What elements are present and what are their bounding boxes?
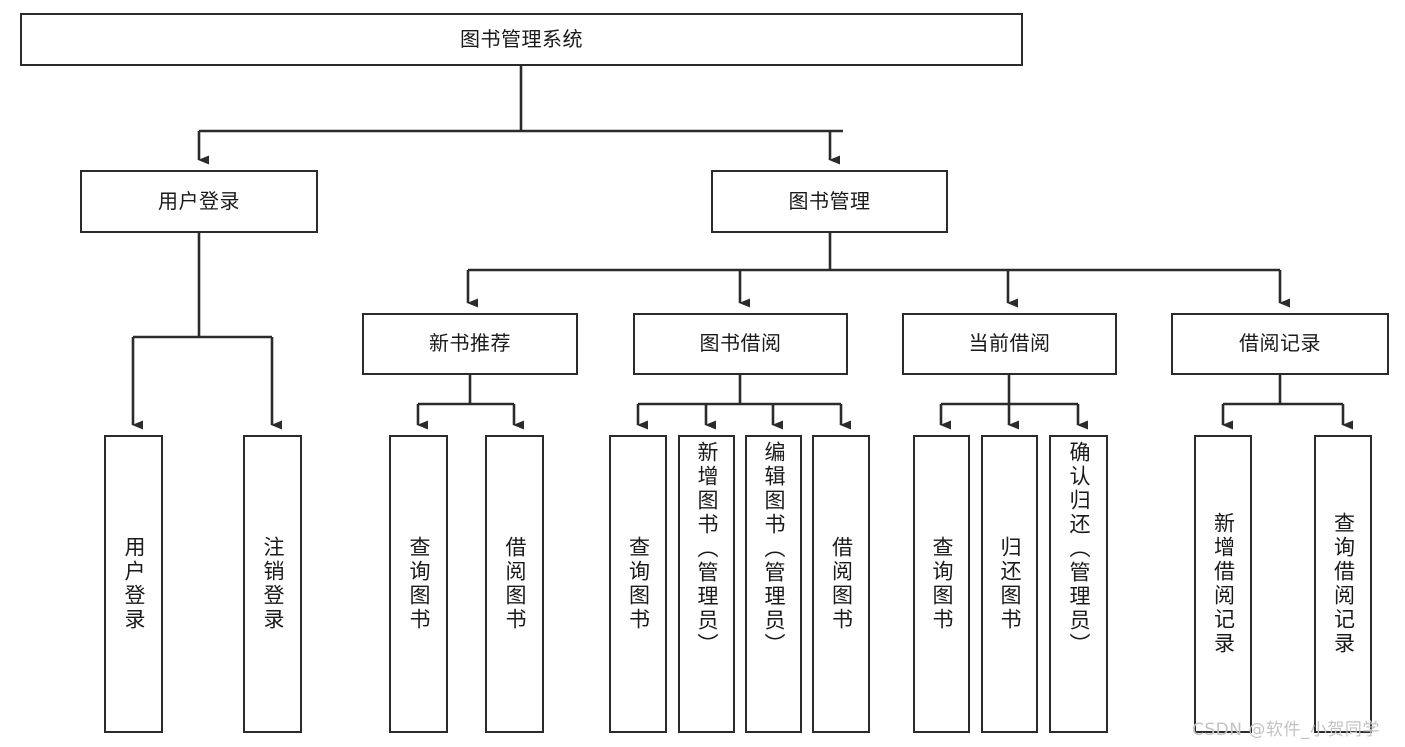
node-leaf-query-book-3-label: 查询图书 — [930, 536, 954, 632]
node-borrow-record[interactable]: 借阅记录 — [1171, 313, 1389, 375]
node-leaf-add-borrow-record-label: 新增借阅记录 — [1211, 512, 1236, 656]
node-root-label: 图书管理系统 — [460, 26, 583, 51]
node-book-manage[interactable]: 图书管理 — [711, 170, 948, 233]
node-book-borrow-label: 图书借阅 — [699, 331, 782, 356]
node-leaf-logout-login-label: 注销登录 — [261, 536, 285, 632]
node-current-borrow-label: 当前借阅 — [968, 331, 1051, 356]
node-borrow-record-label: 借阅记录 — [1239, 331, 1321, 356]
node-leaf-query-book-2[interactable]: 查询图书 — [609, 435, 667, 733]
node-book-manage-label: 图书管理 — [788, 188, 871, 213]
node-new-book-recommend-label: 新书推荐 — [429, 331, 511, 356]
node-leaf-add-borrow-record[interactable]: 新增借阅记录 — [1194, 435, 1252, 733]
node-current-borrow[interactable]: 当前借阅 — [902, 313, 1117, 375]
node-leaf-borrow-book-1-label: 借阅图书 — [503, 536, 527, 632]
node-leaf-add-book-admin[interactable]: 新增图书（管理员） — [678, 435, 735, 733]
node-new-book-recommend[interactable]: 新书推荐 — [362, 313, 578, 375]
node-leaf-edit-book-admin[interactable]: 编辑图书（管理员） — [745, 435, 802, 733]
node-leaf-borrow-book-1[interactable]: 借阅图书 — [485, 435, 544, 733]
node-leaf-user-login[interactable]: 用户登录 — [104, 435, 163, 733]
node-user-login[interactable]: 用户登录 — [80, 170, 318, 233]
csdn-watermark: CSDN @软件_小贺同学 — [1192, 720, 1380, 740]
node-leaf-edit-book-admin-label: 编辑图书（管理员） — [762, 441, 786, 657]
node-leaf-query-book-3[interactable]: 查询图书 — [913, 435, 970, 733]
node-book-borrow[interactable]: 图书借阅 — [633, 313, 848, 375]
node-leaf-return-book[interactable]: 归还图书 — [981, 435, 1038, 733]
node-leaf-logout-login[interactable]: 注销登录 — [243, 435, 302, 733]
node-leaf-query-book-1-label: 查询图书 — [407, 536, 431, 632]
node-leaf-add-book-admin-label: 新增图书（管理员） — [695, 441, 719, 657]
node-leaf-borrow-book-2-label: 借阅图书 — [829, 536, 854, 632]
node-leaf-query-book-1[interactable]: 查询图书 — [389, 435, 448, 733]
node-leaf-borrow-book-2[interactable]: 借阅图书 — [812, 435, 870, 733]
node-leaf-confirm-return-admin-label: 确认归还（管理员） — [1067, 441, 1091, 657]
node-root[interactable]: 图书管理系统 — [20, 13, 1023, 66]
node-user-login-label: 用户登录 — [158, 188, 240, 213]
node-leaf-confirm-return-admin[interactable]: 确认归还（管理员） — [1049, 435, 1108, 733]
node-leaf-query-borrow-record[interactable]: 查询借阅记录 — [1314, 435, 1372, 733]
node-leaf-return-book-label: 归还图书 — [998, 536, 1022, 632]
node-leaf-query-borrow-record-label: 查询借阅记录 — [1331, 512, 1356, 656]
node-leaf-user-login-label: 用户登录 — [122, 536, 146, 632]
node-leaf-query-book-2-label: 查询图书 — [626, 536, 651, 632]
